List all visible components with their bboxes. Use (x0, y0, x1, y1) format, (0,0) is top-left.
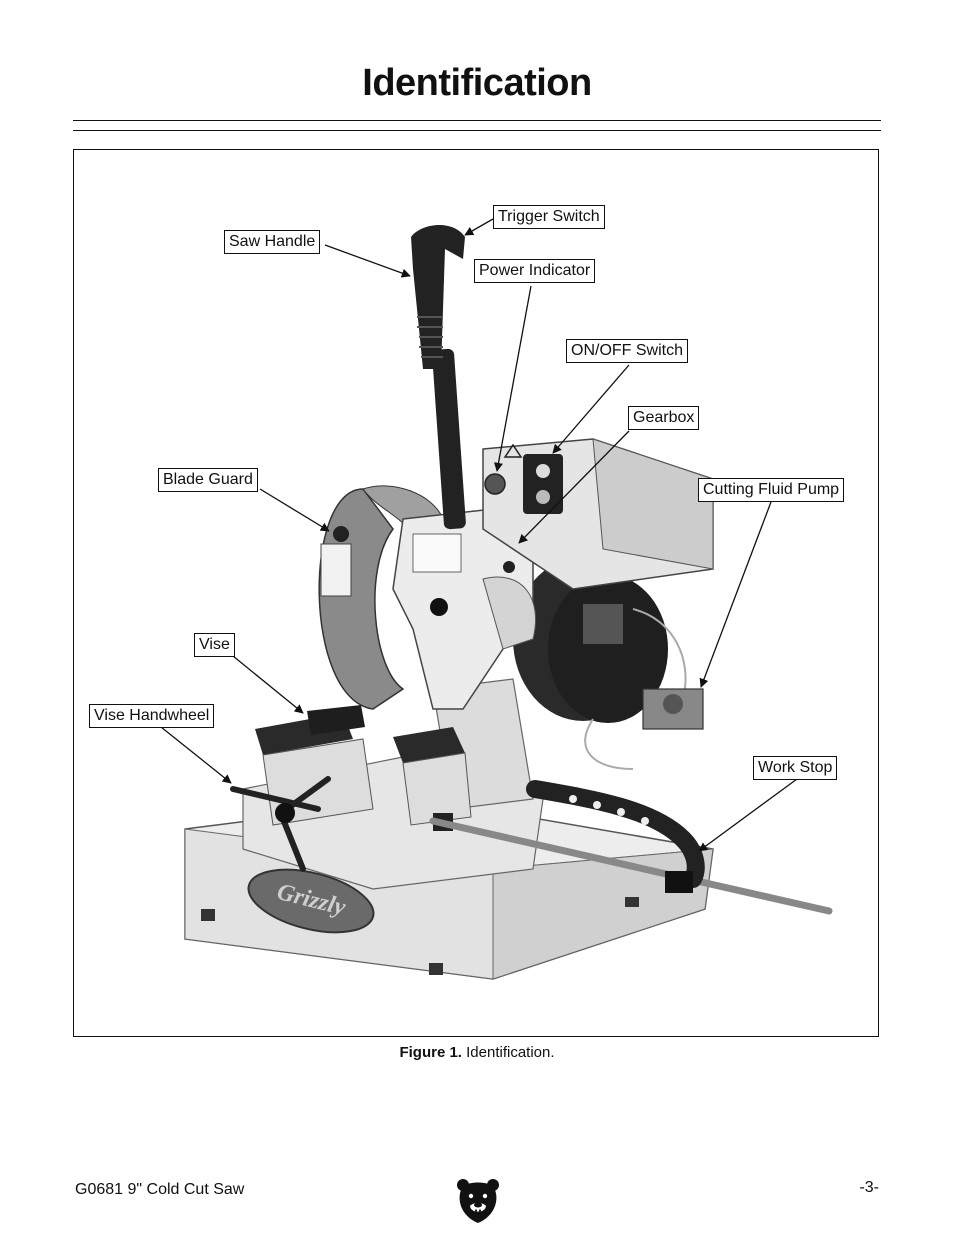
callout-gearbox: Gearbox (628, 406, 700, 430)
motor (513, 557, 687, 723)
cutting-fluid-pump (584, 688, 704, 770)
header-rule-bottom (73, 130, 881, 131)
vise-handwheel (230, 776, 331, 872)
work-stop (429, 780, 833, 915)
brand-plate: Grizzly (247, 868, 375, 934)
figure-caption-text: Identification. (466, 1044, 555, 1061)
saw-illustration: Grizzly (160, 218, 833, 980)
callout-on-off-switch: ON/OFF Switch (566, 339, 689, 363)
footer-page-number: -3- (859, 1179, 879, 1196)
callout-vise-handwheel: Vise Handwheel (89, 704, 215, 728)
callout-power-indicator: Power Indicator (474, 259, 596, 283)
grizzly-bear-icon (457, 1179, 499, 1223)
callout-blade-guard: Blade Guard (158, 468, 258, 492)
header-rule-top (73, 120, 881, 121)
figure-caption: Figure 1. Identification. (0, 1044, 954, 1061)
callout-trigger-switch: Trigger Switch (493, 205, 605, 229)
callout-vise: Vise (194, 633, 235, 657)
callout-cutting-fluid-pump: Cutting Fluid Pump (698, 478, 845, 502)
figure-frame (73, 149, 879, 1037)
callout-work-stop: Work Stop (753, 756, 838, 780)
saw-handle (411, 224, 466, 530)
callout-saw-handle: Saw Handle (224, 230, 321, 254)
footer-model: G0681 9" Cold Cut Saw (75, 1181, 245, 1198)
control-box (482, 438, 714, 590)
callout-leaders (160, 218, 798, 852)
page-title: Identification (362, 62, 592, 104)
figure-caption-label: Figure 1. (399, 1044, 462, 1061)
